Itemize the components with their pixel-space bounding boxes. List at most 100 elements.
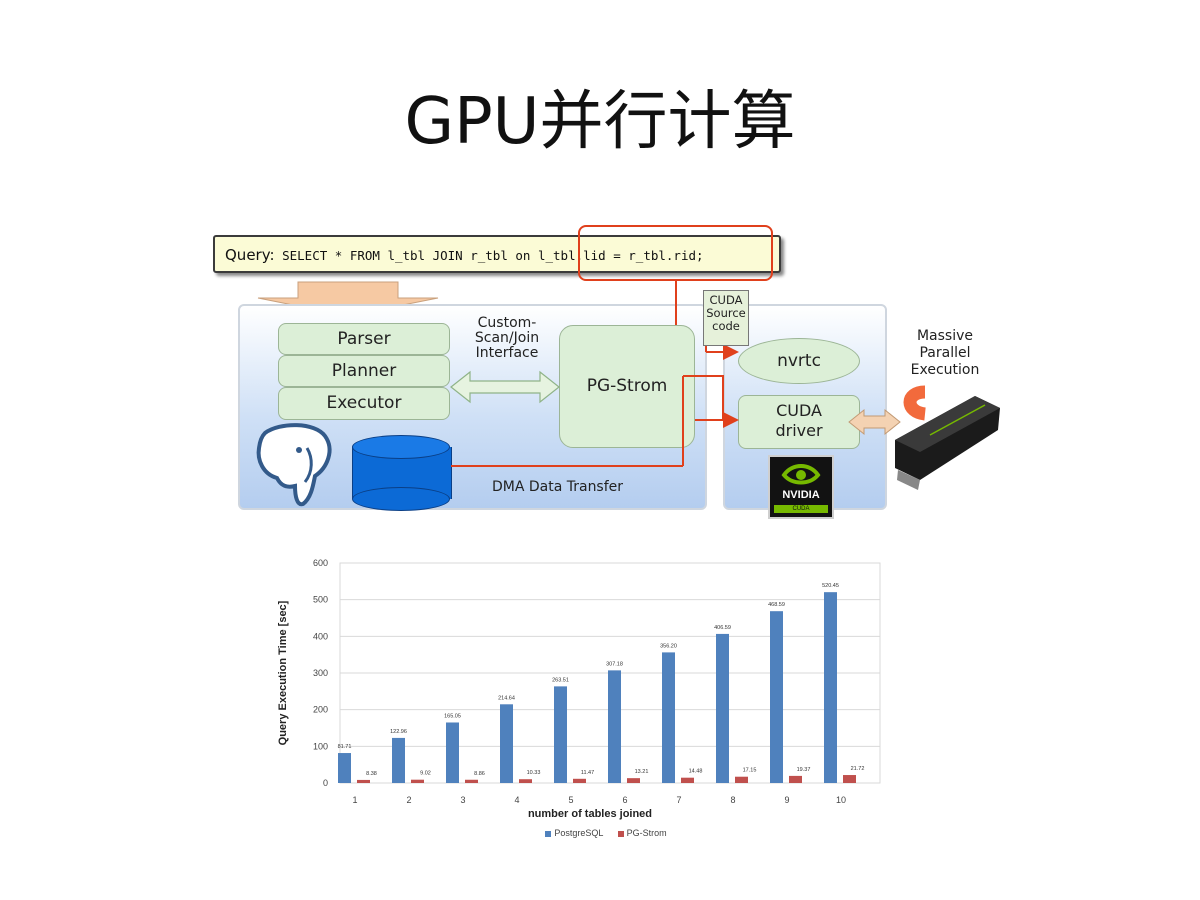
cuda-source-line-1: CUDA <box>709 293 743 307</box>
bar-pg-strom <box>411 779 424 783</box>
interface-line-1: Custom- <box>477 315 537 331</box>
nvidia-logo-text: NVIDIA <box>782 489 820 501</box>
bar-pg-strom <box>573 778 586 783</box>
bar-postgresql <box>716 633 729 783</box>
data-label: 520.45 <box>822 583 839 589</box>
data-label: 81.71 <box>338 744 352 750</box>
cuda-driver-line-2: driver <box>775 421 823 440</box>
to-driver-line <box>683 375 739 428</box>
query-box: Query: SELECT * FROM l_tbl JOIN r_tbl on… <box>213 235 781 273</box>
x-tick-label: 6 <box>622 795 627 805</box>
cuda-source-note: CUDA Source code <box>703 290 749 346</box>
data-label: 8.86 <box>474 771 485 777</box>
x-tick-label: 4 <box>514 795 519 805</box>
bar-pg-strom <box>789 775 802 783</box>
pg-strom-box: PG-Strom <box>559 325 695 448</box>
bar-postgresql <box>392 737 405 783</box>
bar-pg-strom <box>735 776 748 783</box>
x-tick-label: 9 <box>784 795 789 805</box>
data-label: 165.05 <box>444 713 461 719</box>
chart-legend: PostgreSQL PG-Strom <box>0 828 1200 838</box>
executor-label: Executor <box>326 393 402 413</box>
y-axis-label: Query Execution Time [sec] <box>277 600 289 745</box>
y-tick-label: 100 <box>313 741 328 751</box>
data-label: 17.15 <box>743 768 757 774</box>
bar-pg-strom <box>843 775 856 783</box>
massive-line-1: Massive <box>916 328 974 344</box>
data-label: 214.64 <box>498 695 515 701</box>
nvidia-logo-subtext: CUDA <box>792 506 810 512</box>
y-tick-label: 600 <box>313 558 328 568</box>
data-label: 468.59 <box>768 602 785 608</box>
data-label: 307.18 <box>606 661 623 667</box>
driver-gpu-double-arrow <box>848 408 901 436</box>
interface-label: Custom- Scan/Join Interface <box>455 316 559 361</box>
y-tick-label: 400 <box>313 631 328 641</box>
database-cylinder-top <box>352 435 450 459</box>
pg-strom-label: PG-Strom <box>586 376 668 396</box>
cuda-source-line-3: code <box>712 319 740 333</box>
x-tick-label: 1 <box>352 795 357 805</box>
database-cylinder-bottom <box>352 487 450 511</box>
nvidia-eye-icon <box>781 464 821 485</box>
data-label: 122.96 <box>390 729 407 735</box>
bar-postgresql <box>770 611 783 783</box>
bar-postgresql <box>446 722 459 783</box>
gpu-card-icon <box>895 385 1000 490</box>
legend-label-postgresql: PostgreSQL <box>554 828 604 838</box>
nvidia-logo-bar <box>774 505 828 513</box>
data-label: 19.37 <box>797 767 811 773</box>
x-tick-label: 8 <box>730 795 735 805</box>
x-tick-label: 10 <box>836 795 846 805</box>
data-label: 9.02 <box>420 771 431 777</box>
planner-label: Planner <box>331 361 397 381</box>
slide-title: GPU并行计算 <box>404 85 796 159</box>
x-tick-label: 3 <box>460 795 465 805</box>
planner-box: Planner <box>278 355 450 387</box>
massive-line-2: Parallel <box>919 345 971 361</box>
data-label: 13.21 <box>635 769 649 775</box>
massive-parallel-label: Massive Parallel Execution <box>900 328 990 379</box>
nvrtc-label: nvrtc <box>777 351 821 371</box>
y-tick-label: 500 <box>313 595 328 605</box>
data-label: 11.47 <box>581 770 594 776</box>
postgresql-elephant-icon <box>256 423 332 507</box>
bar-pg-strom <box>627 778 640 783</box>
bar-pg-strom <box>465 779 478 783</box>
y-tick-label: 300 <box>313 668 328 678</box>
dma-text: DMA Data Transfer <box>491 479 624 495</box>
legend-label-pg-strom: PG-Strom <box>626 828 667 838</box>
query-sql: SELECT * FROM l_tbl JOIN r_tbl on l_tbl.… <box>282 248 704 263</box>
nvrtc-box: nvrtc <box>738 338 860 384</box>
bar-pg-strom <box>681 777 694 783</box>
query-label: Query: <box>225 246 275 264</box>
parser-label: Parser <box>337 329 391 349</box>
parser-box: Parser <box>278 323 450 355</box>
cuda-driver-box: CUDA driver <box>738 395 860 449</box>
data-label: 10.33 <box>527 770 541 776</box>
executor-box: Executor <box>278 387 450 420</box>
y-tick-label: 200 <box>313 705 328 715</box>
data-label: 263.51 <box>552 677 569 683</box>
massive-line-3: Execution <box>910 362 980 378</box>
x-axis-label: number of tables joined <box>528 808 652 820</box>
nvidia-logo: NVIDIA CUDA <box>768 455 834 519</box>
interface-line-3: Interface <box>475 345 539 361</box>
x-tick-label: 5 <box>568 795 573 805</box>
bar-postgresql <box>554 686 567 783</box>
data-label: 8.38 <box>366 771 377 777</box>
dma-label: DMA Data Transfer <box>470 479 645 495</box>
legend-swatch-postgresql <box>545 830 552 837</box>
bar-postgresql <box>608 670 621 783</box>
x-tick-label: 7 <box>676 795 681 805</box>
join-condition-highlight <box>578 225 773 281</box>
execution-time-chart: 0100200300400500600181.718.382122.969.02… <box>277 558 881 820</box>
cuda-driver-line-1: CUDA <box>776 401 822 420</box>
bar-postgresql <box>824 592 837 783</box>
data-label: 356.20 <box>660 643 677 649</box>
interface-line-2: Scan/Join <box>474 330 540 346</box>
x-tick-label: 2 <box>406 795 411 805</box>
bar-postgresql <box>338 753 351 783</box>
legend-swatch-pg-strom <box>617 830 624 837</box>
cuda-source-line-2: Source <box>706 306 746 320</box>
